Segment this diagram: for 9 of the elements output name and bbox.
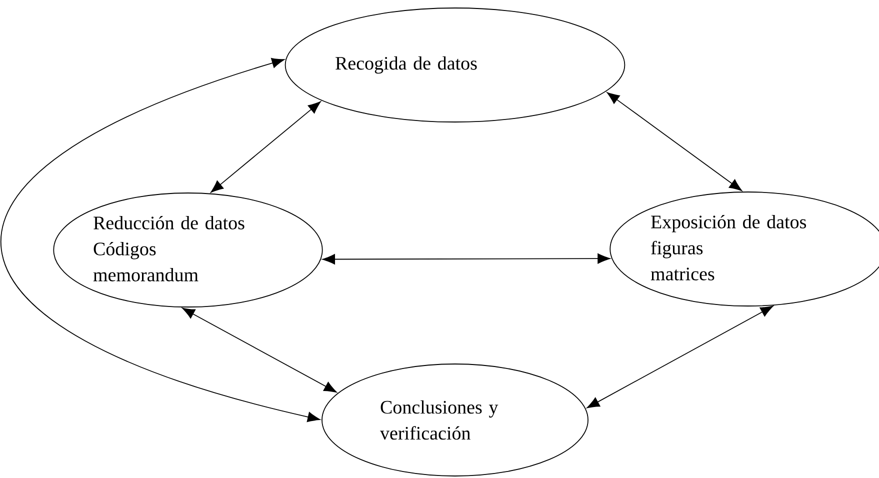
double-arrow <box>606 92 742 191</box>
double-arrow <box>182 308 337 393</box>
curved-arrow <box>0 58 320 422</box>
double-arrow <box>322 253 610 264</box>
ellipse-node: Conclusiones y verificación <box>322 364 588 476</box>
ellipse-node: Recogida de datos <box>284 8 626 122</box>
ellipse-node: Reducción de datos Códigos memorandum <box>53 192 323 308</box>
double-arrow <box>210 101 321 193</box>
double-arrow <box>586 306 774 408</box>
